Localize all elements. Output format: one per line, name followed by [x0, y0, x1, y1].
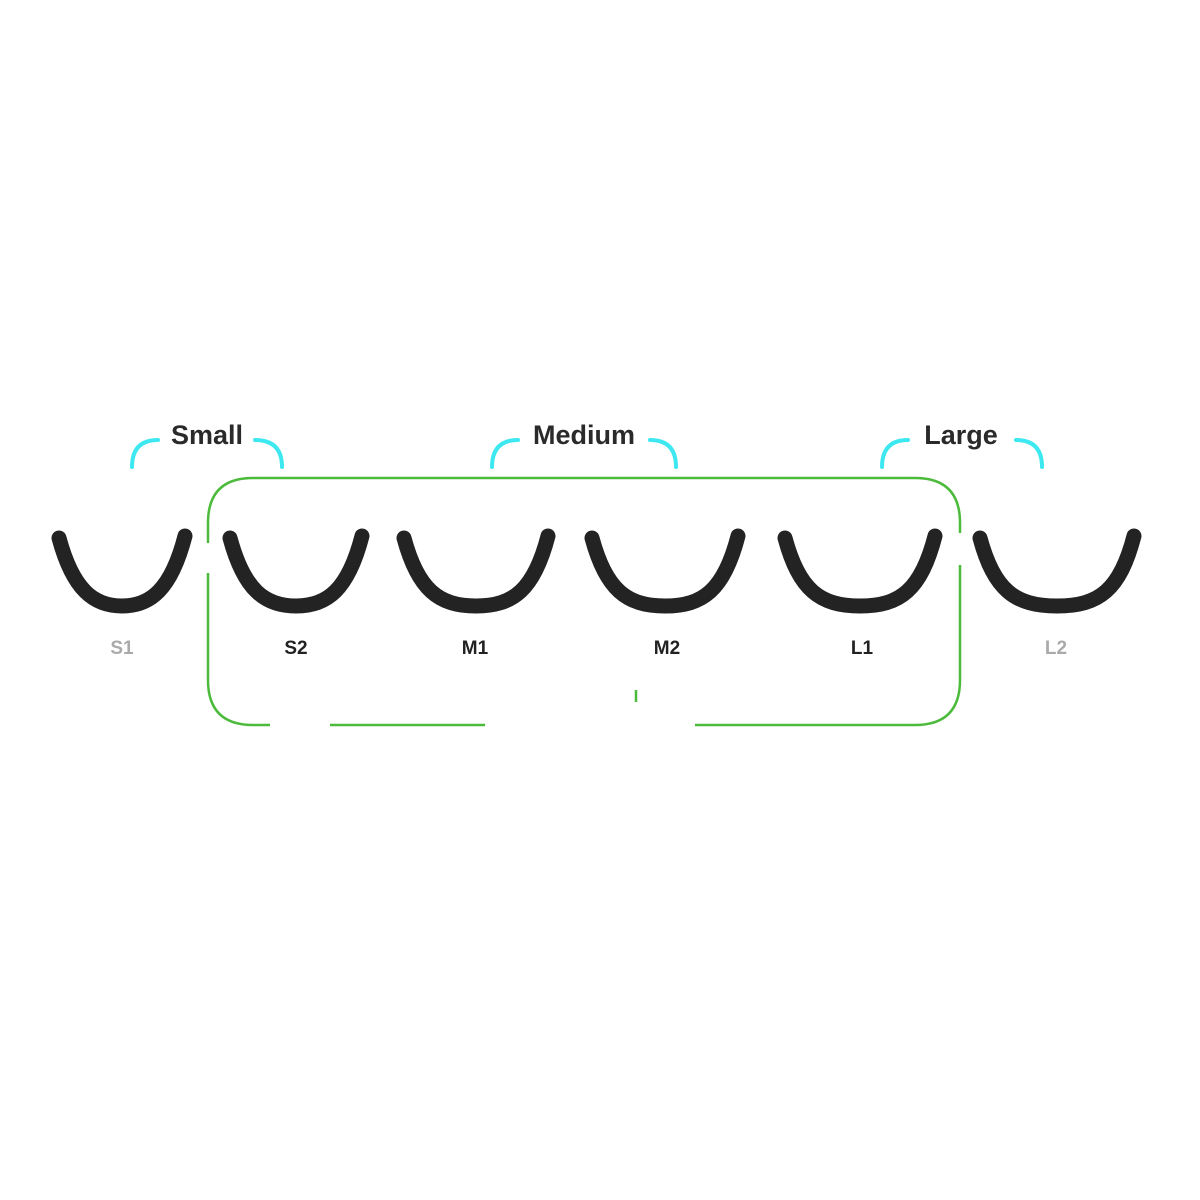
- size-label-s1: S1: [110, 638, 134, 659]
- mouthguard-l1-image: [777, 528, 943, 614]
- bracket-small-right: [253, 438, 284, 469]
- group-label-medium: Medium: [532, 420, 636, 450]
- size-label-l2: L2: [1044, 638, 1068, 659]
- bracket-large-left: [880, 438, 910, 469]
- mouthguard-s2-image: [222, 528, 370, 614]
- bracket-medium-left: [490, 438, 520, 469]
- size-label-l1: L1: [850, 638, 874, 659]
- group-label-small: Small: [170, 420, 244, 450]
- recommended-range-box: [206, 476, 962, 727]
- mouthguard-m1-image: [396, 528, 556, 614]
- mouthguard-l2-image: [972, 528, 1142, 614]
- bracket-large-right: [1014, 438, 1044, 469]
- mouthguard-m2-image: [584, 528, 746, 614]
- bracket-small-left: [130, 438, 160, 469]
- size-label-m1: M1: [461, 638, 489, 659]
- bracket-medium-right: [648, 438, 678, 469]
- mouthguard-s1-image: [51, 528, 193, 614]
- size-label-s2: S2: [284, 638, 308, 659]
- group-label-large: Large: [924, 420, 998, 450]
- size-label-m2: M2: [653, 638, 681, 659]
